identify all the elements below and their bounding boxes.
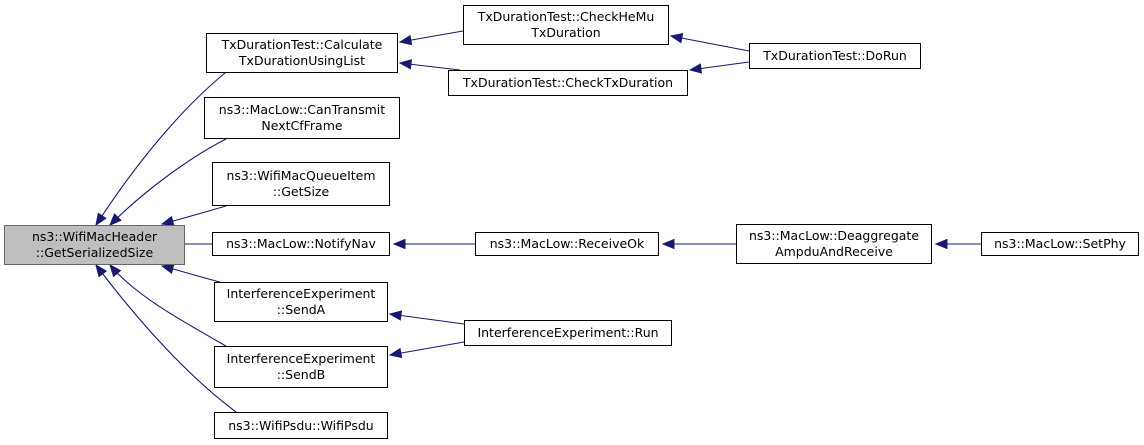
node-maclow-setphy[interactable]: ns3::MacLow::SetPhy	[981, 232, 1139, 256]
node-interferenceexperiment-senda[interactable]: InterferenceExperiment ::SendA	[214, 282, 388, 322]
node-deaggregate-ampduandreceive[interactable]: ns3::MacLow::Deaggregate AmpduAndReceive	[736, 224, 932, 264]
arrowhead-wifiPsdu-to-root	[95, 263, 108, 278]
edge-run-to-sendB	[389, 341, 465, 356]
node-label-line2: ::SendB	[276, 367, 326, 382]
edge-sendB-to-root	[109, 264, 227, 347]
arrowhead-checkHeMu-to-calc	[398, 34, 413, 46]
node-label-line1: ns3::MacLow::Deaggregate	[748, 228, 920, 243]
arrowhead-sendB-to-root	[109, 263, 122, 278]
arrowhead-getSize-to-root	[160, 215, 175, 227]
edge-calc-to-root	[95, 72, 226, 226]
node-label-line1: ns3::MacLow::ReceiveOk	[489, 236, 645, 251]
node-label-line1: ns3::MacLow::CanTransmit	[218, 102, 386, 117]
node-label-line1: ns3::MacLow::SetPhy	[994, 236, 1126, 251]
arrowhead-doRun-to-checkHeMu	[669, 33, 684, 44]
arrowhead-run-to-sendA	[388, 310, 403, 321]
node-root-getserializedsize: ns3::WifiMacHeader ::GetSerializedSize	[4, 225, 185, 265]
node-label-line1: TxDurationTest::Calculate	[221, 37, 383, 52]
arrowhead-receiveOk-to-notifyNav	[392, 238, 406, 250]
node-label-line2: TxDuration	[531, 25, 601, 40]
edge-run-to-sendA	[389, 313, 465, 325]
node-label-line1: TxDurationTest::CheckHeMu	[477, 9, 655, 24]
node-cantransmit-nextcfframe[interactable]: ns3::MacLow::CanTransmit NextCfFrame	[204, 97, 400, 139]
arrowhead-deagg-to-receiveOk	[661, 238, 675, 250]
node-label-line1: ns3::WifiMacQueueItem	[226, 168, 376, 183]
arrowhead-checkTx-to-calc	[398, 59, 413, 70]
node-wifimacqueueitem-getsize[interactable]: ns3::WifiMacQueueItem ::GetSize	[212, 162, 390, 206]
node-interferenceexperiment-sendb[interactable]: InterferenceExperiment ::SendB	[214, 346, 388, 388]
arrowhead-doRun-to-checkTx	[688, 63, 703, 74]
node-label-line2: ::GetSerializedSize	[35, 245, 154, 260]
node-label-line1: ns3::MacLow::NotifyNav	[226, 236, 376, 251]
node-label-line2: ::GetSize	[272, 184, 330, 199]
node-label-line2: TxDurationUsingList	[238, 53, 366, 68]
node-txdurationtest-dorun[interactable]: TxDurationTest::DoRun	[749, 43, 921, 69]
node-wifipsdu-wifipsdu[interactable]: ns3::WifiPsdu::WifiPsdu	[214, 412, 388, 439]
node-label-line2: NextCfFrame	[261, 118, 343, 133]
edge-wifiPsdu-to-root	[95, 264, 237, 413]
edge-canTx-to-root	[109, 138, 227, 226]
edge-doRun-to-checkHeMu	[670, 35, 750, 52]
node-label-line1: ns3::WifiMacHeader	[31, 229, 158, 244]
node-label-line1: TxDurationTest::DoRun	[763, 48, 907, 63]
node-checktxduration[interactable]: TxDurationTest::CheckTxDuration	[448, 70, 688, 96]
node-label-line1: InterferenceExperiment	[226, 286, 376, 301]
arrowhead-run-to-sendB	[388, 347, 403, 359]
node-label-line1: InterferenceExperiment	[226, 351, 376, 366]
node-interferenceexperiment-run[interactable]: InterferenceExperiment::Run	[464, 320, 672, 346]
node-label-line1: ns3::WifiPsdu::WifiPsdu	[228, 417, 374, 433]
node-label-line1: InterferenceExperiment::Run	[477, 325, 659, 340]
node-label-line1: TxDurationTest::CheckTxDuration	[462, 75, 674, 90]
arrowhead-sendA-to-root	[160, 263, 175, 274]
node-checkhemu-txduration[interactable]: TxDurationTest::CheckHeMu TxDuration	[463, 5, 669, 45]
node-calculate-txduration-using-list[interactable]: TxDurationTest::Calculate TxDurationUsin…	[206, 33, 398, 73]
node-maclow-receiveok[interactable]: ns3::MacLow::ReceiveOk	[475, 232, 659, 256]
node-label-line2: ::SendA	[276, 302, 326, 317]
arrowhead-setPhy-to-deagg	[934, 238, 948, 250]
node-label-line2: AmpduAndReceive	[775, 244, 893, 259]
arrowhead-canTx-to-root	[109, 213, 122, 226]
arrowhead-calc-to-root	[95, 212, 107, 227]
node-maclow-notifynav[interactable]: ns3::MacLow::NotifyNav	[212, 232, 390, 256]
